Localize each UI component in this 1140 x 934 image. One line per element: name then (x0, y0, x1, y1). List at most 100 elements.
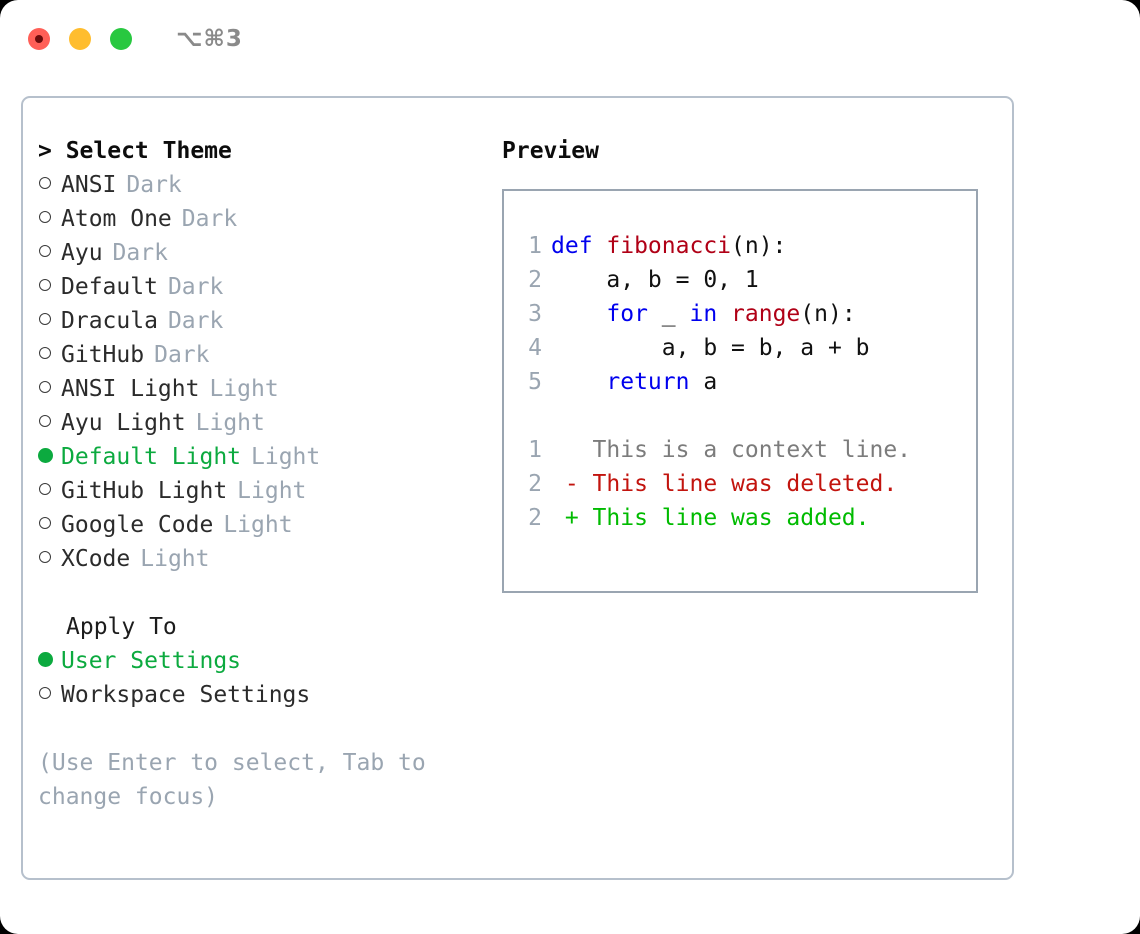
line-number: 3 (528, 301, 542, 327)
theme-option-label: Google Code (61, 512, 214, 538)
line-number: 1 (528, 233, 542, 259)
apply-to-heading: Apply To (66, 614, 177, 640)
maximize-button[interactable] (110, 28, 132, 50)
token-add: + This line was added. (551, 505, 870, 531)
page-title: > Select Theme (38, 138, 232, 164)
theme-option-label: Default Light (61, 444, 242, 470)
theme-option-tag: Light (195, 410, 265, 436)
theme-option-github[interactable]: GitHub Dark (38, 338, 488, 372)
line-number: 2 (528, 267, 542, 293)
token-pl: (n): (800, 301, 856, 327)
code-line: 5 return a (504, 365, 976, 399)
token-kw: in (689, 301, 732, 327)
token-fn: range (731, 301, 801, 327)
theme-option-tag: Dark (181, 206, 238, 232)
theme-option-label: XCode (61, 546, 131, 572)
token-kw: return (606, 369, 704, 395)
theme-option-label: Dracula (61, 308, 158, 334)
code-line: 1 def fibonacci(n): (504, 229, 976, 263)
theme-option-ayu-light[interactable]: Ayu Light Light (38, 406, 488, 440)
token-del: - This line was deleted. (551, 471, 898, 497)
line-content: a, b = b, a + b (551, 331, 870, 365)
line-number: 4 (528, 335, 542, 361)
theme-option-tag: Dark (112, 240, 168, 266)
theme-option-tag: Light (140, 546, 210, 572)
diff-line: 2 + This line was added. (504, 501, 976, 535)
token-kw: for (606, 301, 662, 327)
close-button[interactable] (28, 28, 50, 50)
theme-option-label: GitHub Light (61, 478, 228, 504)
theme-option-label: Default (61, 274, 158, 300)
token-pl (551, 301, 606, 327)
code-line: 2 a, b = 0, 1 (504, 263, 976, 297)
minimize-button[interactable] (69, 28, 91, 50)
diff-sample: 1 This is a context line.2 - This line w… (504, 433, 976, 535)
theme-option-tag: Dark (167, 308, 224, 334)
theme-option-tag: Dark (167, 274, 224, 300)
code-line: 3 for _ in range(n): (504, 297, 976, 331)
line-content: - This line was deleted. (551, 467, 897, 501)
apply-option-label: User Settings (61, 648, 242, 674)
line-number: 5 (528, 369, 542, 395)
theme-option-label: GitHub (61, 342, 145, 368)
line-number: 1 (528, 437, 542, 463)
theme-option-tag: Dark (126, 172, 182, 198)
token-pl: a, b = 0, 1 (551, 267, 759, 293)
line-number: 2 (528, 505, 542, 531)
token-pl: a, b = b, a + b (551, 335, 870, 361)
theme-option-dracula[interactable]: Dracula Dark (38, 304, 488, 338)
token-pl (551, 369, 606, 395)
token-pl: (n): (731, 233, 787, 259)
theme-option-tag: Light (237, 478, 307, 504)
token-kw: def (551, 233, 607, 259)
apply-option-user-settings[interactable]: User Settings (38, 644, 488, 678)
line-number: 2 (528, 471, 542, 497)
theme-option-ansi[interactable]: ANSI Dark (38, 168, 488, 202)
theme-option-tag: Light (209, 376, 279, 402)
theme-option-google-code[interactable]: Google Code Light (38, 508, 488, 542)
theme-option-tag: Dark (154, 342, 210, 368)
theme-option-label: Atom One (61, 206, 172, 232)
theme-option-label: Ayu Light (61, 410, 186, 436)
line-content: a, b = 0, 1 (551, 263, 759, 297)
theme-option-default[interactable]: Default Dark (38, 270, 488, 304)
theme-option-tag: Light (223, 512, 293, 538)
apply-option-workspace-settings[interactable]: Workspace Settings (38, 678, 488, 712)
theme-option-tag: Light (251, 444, 321, 470)
token-ctx: This is a context line. (551, 437, 912, 463)
theme-option-label: Ayu (61, 240, 103, 266)
theme-option-atom-one[interactable]: Atom One Dark (38, 202, 488, 236)
code-line: 4 a, b = b, a + b (504, 331, 976, 365)
theme-option-ayu[interactable]: Ayu Dark (38, 236, 488, 270)
line-content: return a (551, 365, 717, 399)
keyboard-shortcut-label: ⌥⌘3 (176, 26, 243, 52)
line-content: for _ in range(n): (551, 297, 856, 331)
list-spacer (38, 576, 488, 610)
preview-title: Preview (502, 138, 599, 164)
traffic-lights (28, 28, 132, 50)
line-content: + This line was added. (551, 501, 870, 535)
apply-option-label: Workspace Settings (61, 682, 311, 708)
diff-line: 2 - This line was deleted. (504, 467, 976, 501)
token-pl: _ (661, 301, 690, 327)
theme-option-label: ANSI (61, 172, 117, 198)
theme-option-default-light[interactable]: Default Light Light (38, 440, 488, 474)
keyboard-hint: (Use Enter to select, Tab to change focu… (38, 750, 426, 810)
token-fn: fibonacci (606, 233, 732, 259)
diff-line: 1 This is a context line. (504, 433, 976, 467)
titlebar: ⌥⌘3 (0, 0, 1140, 78)
line-content: This is a context line. (551, 433, 912, 467)
theme-option-xcode[interactable]: XCode Light (38, 542, 488, 576)
code-diff-separator (504, 399, 976, 433)
token-pl: a (703, 369, 718, 395)
theme-option-github-light[interactable]: GitHub Light Light (38, 474, 488, 508)
line-content: def fibonacci(n): (551, 229, 786, 263)
